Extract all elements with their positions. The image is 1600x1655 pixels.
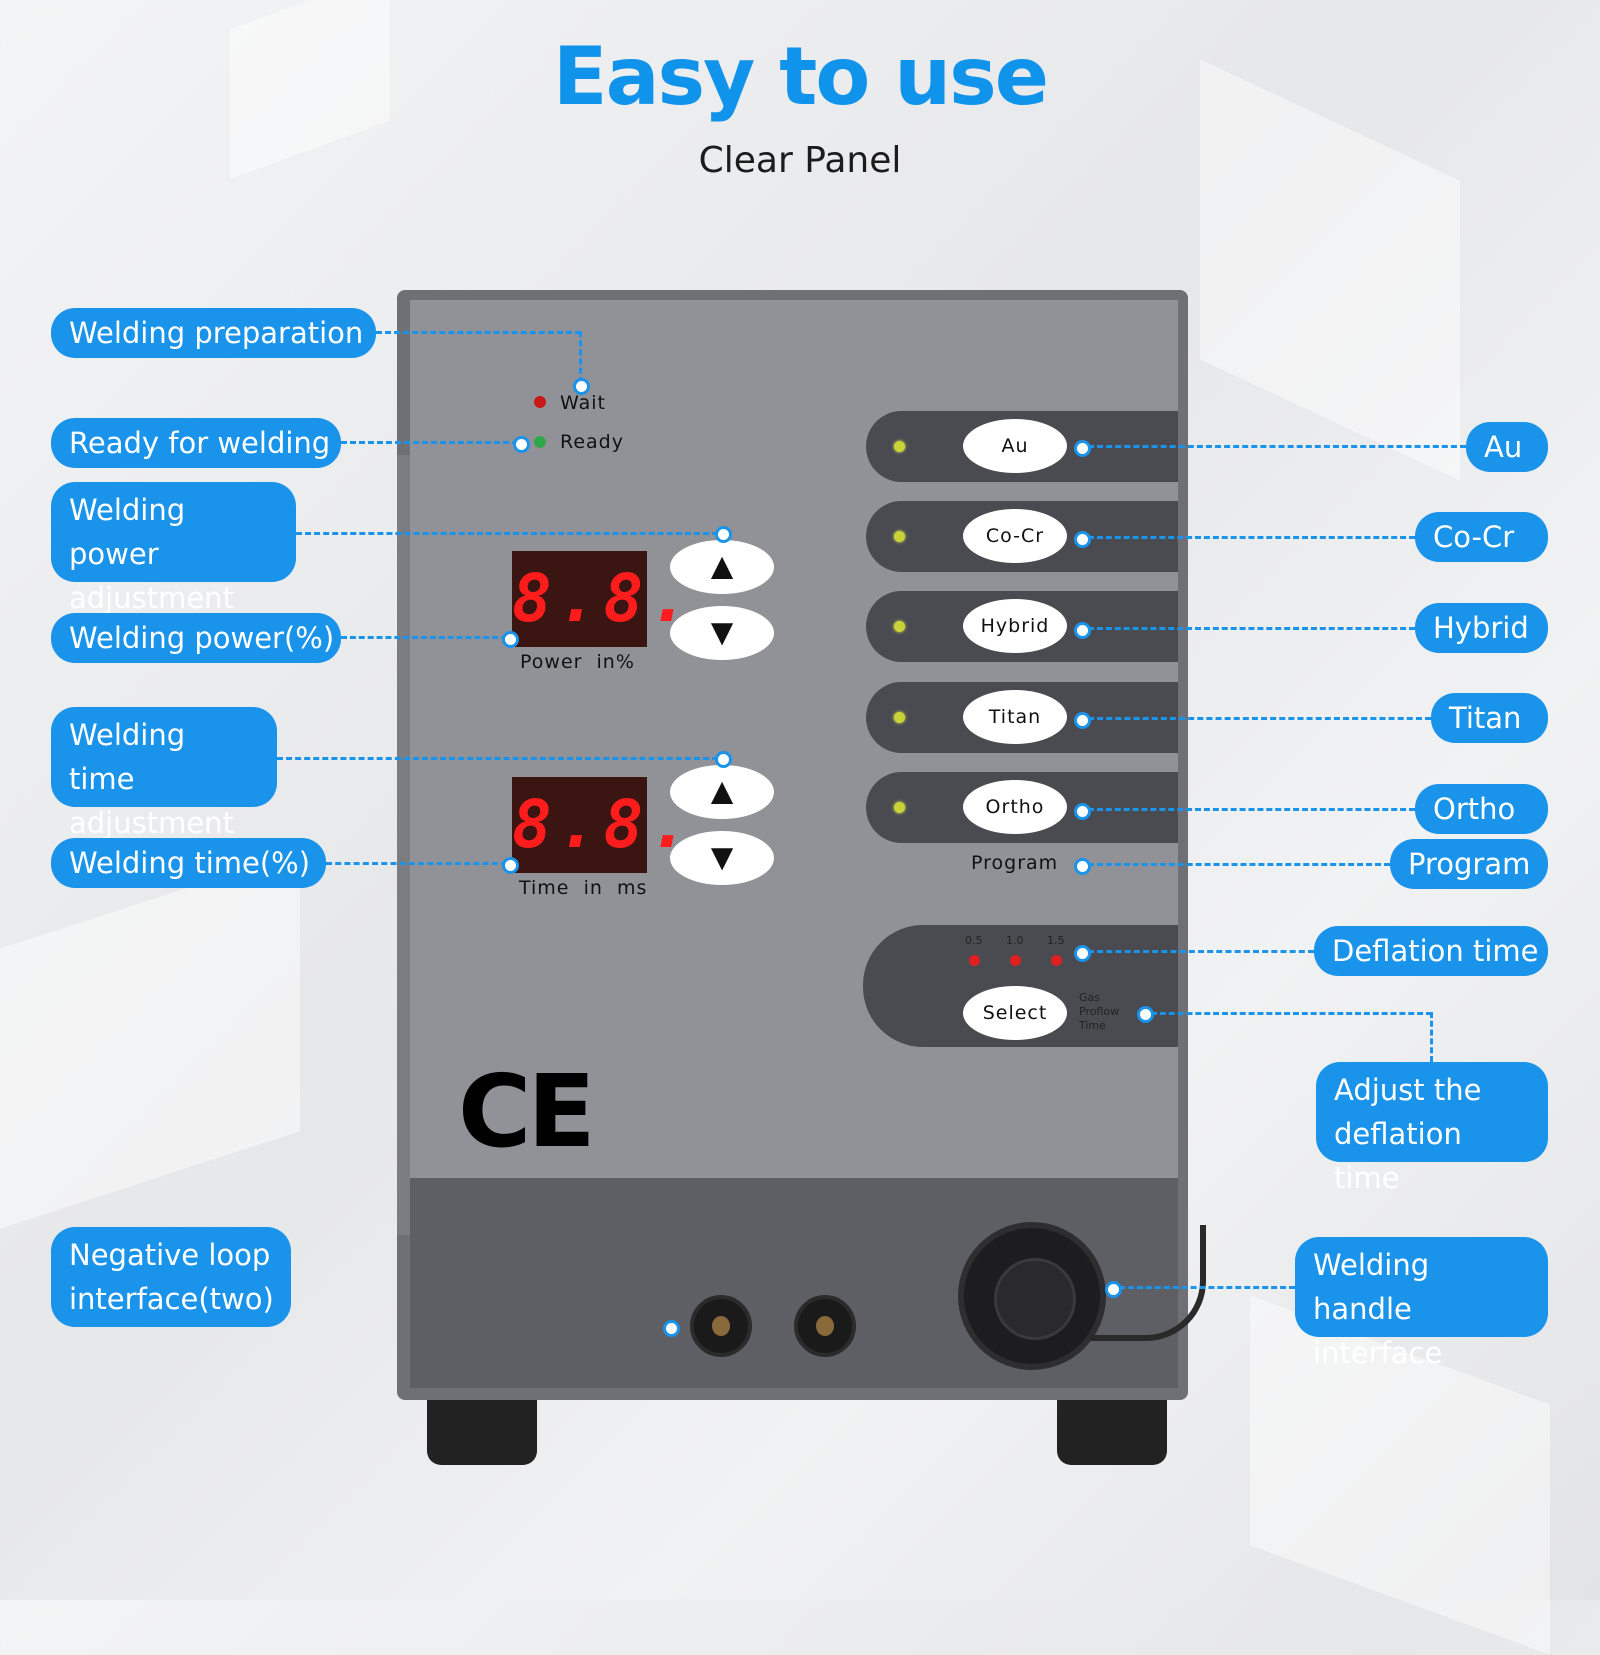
connector-cap [994,1258,1076,1340]
leader-dot [1074,712,1091,729]
connector-cable [1090,1225,1206,1341]
leader-line [326,862,507,865]
callout-au: Au [1466,422,1548,472]
leader-dot [1074,803,1091,820]
leader-line [1088,950,1314,953]
callout-welding-preparation: Welding preparation [51,308,376,358]
callout-welding-time: Welding time(%) [51,838,326,888]
time-display: 8.8. [512,777,689,873]
negative-jack-left[interactable] [690,1295,752,1357]
leader-line [1088,445,1466,448]
callout-ortho: Ortho [1415,784,1548,834]
deflation-step-label: 0.5 [965,934,983,947]
time-caption: Time in ms [519,877,648,899]
page-subtitle: Clear Panel [698,140,902,181]
power-down-button[interactable]: ▼ [670,606,774,660]
wait-label: Wait [560,392,606,414]
leader-line [1088,808,1415,811]
gas-caption: Proflow [1079,1005,1120,1018]
negative-jack-right[interactable] [794,1295,856,1357]
deflation-step-label: 1.5 [1047,934,1065,947]
leader-dot [502,631,519,648]
callout-co-cr: Co-Cr [1415,512,1548,562]
callout-ready-for-welding: Ready for welding [51,418,341,468]
background-facet [0,851,300,1229]
page-title: Easy to use [552,30,1049,123]
deflation-led [1051,955,1062,966]
ortho-led [894,802,905,813]
deflation-led [969,955,980,966]
deflation-step-label: 1.0 [1006,934,1024,947]
right-foot [1057,1400,1167,1465]
leader-dot [513,436,530,453]
leader-line [1088,863,1390,866]
leader-dot [1105,1281,1122,1298]
hybrid-led [894,621,905,632]
deflation-led [1010,955,1021,966]
leader-line [1119,1286,1295,1289]
titan-button[interactable]: Titan [963,690,1067,744]
leader-dot [1074,622,1091,639]
callout-time-adjustment: Welding time adjustment [51,707,277,840]
ready-led [534,436,546,448]
callout-negative-loop: Negative loop interface(two) [51,1227,291,1327]
leader-line [376,331,581,334]
ce-mark: CE [458,1053,596,1170]
ortho-button[interactable]: Ortho [963,780,1067,834]
co-cr-button[interactable]: Co-Cr [963,509,1067,563]
time-up-button[interactable]: ▲ [670,765,774,819]
wait-led [534,396,546,408]
left-foot [427,1400,537,1465]
ready-label: Ready [560,431,624,453]
leader-line [1151,1012,1432,1015]
leader-dot [573,378,590,395]
leader-line [579,331,582,383]
leader-dot [1074,945,1091,962]
leader-line [341,441,518,444]
callout-deflation-time: Deflation time [1314,926,1548,976]
au-button[interactable]: Au [963,419,1067,473]
leader-dot [715,526,732,543]
leader-line [296,532,718,535]
callout-program: Program [1390,839,1548,889]
callout-titan: Titan [1431,693,1548,743]
leader-dot [1074,531,1091,548]
callout-power-adjustment: Welding power adjustment [51,482,296,615]
callout-welding-power: Welding power(%) [51,613,341,663]
leader-dot [1074,858,1091,875]
panel-edge [397,455,410,1235]
power-display: 8.8. [512,551,689,647]
leader-line [277,757,718,760]
welding-handle-connector[interactable] [958,1222,1106,1370]
titan-led [894,712,905,723]
callout-hybrid: Hybrid [1415,603,1548,653]
power-up-button[interactable]: ▲ [670,540,774,594]
leader-dot [715,751,732,768]
leader-line [1088,717,1431,720]
leader-line [1088,627,1415,630]
au-led [894,441,905,452]
gas-caption: Gas [1079,991,1100,1004]
program-caption: Program [971,852,1059,874]
leader-dot [502,857,519,874]
gas-caption: Time [1079,1019,1106,1032]
leader-dot [663,1320,680,1337]
leader-dot [1074,440,1091,457]
leader-line [1430,1012,1433,1062]
power-caption: Power in% [520,651,635,673]
leader-line [1088,536,1415,539]
callout-adjust-deflation: Adjust the deflation time [1316,1062,1548,1195]
hybrid-button[interactable]: Hybrid [963,599,1067,653]
select-button[interactable]: Select [963,986,1067,1040]
co-cr-led [894,531,905,542]
leader-line [341,636,507,639]
time-down-button[interactable]: ▼ [670,831,774,885]
callout-handle-interface: Welding handle interface [1295,1237,1548,1370]
